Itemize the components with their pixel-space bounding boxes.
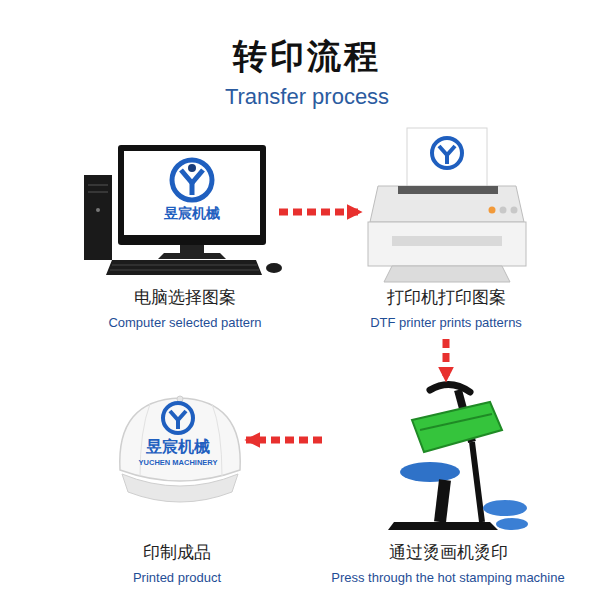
keyboard-keys <box>112 265 257 266</box>
process-step: 打印机打印图案 DTF printer prints patterns <box>365 125 527 335</box>
tower-detail <box>88 192 108 193</box>
step-caption-english: Press through the hot stamping machine <box>331 570 564 586</box>
press-base <box>388 522 498 530</box>
logo-wheel <box>188 164 196 172</box>
printer-button <box>500 207 507 214</box>
step-caption: 打印机打印图案 <box>387 287 506 309</box>
step-caption-english: Computer selected pattern <box>108 315 261 331</box>
logo-y <box>445 155 449 164</box>
monitor-frame <box>118 145 266 245</box>
step-caption: 通过烫画机烫印 <box>389 542 508 564</box>
title: 转印流程 <box>0 36 614 76</box>
output-tray <box>384 266 510 282</box>
logo-y <box>170 411 186 420</box>
subtitle: Transfer process <box>225 84 389 110</box>
monitor-base <box>158 253 226 259</box>
spare-platen <box>483 500 527 516</box>
logo-text: 昱宸机械 <box>164 205 220 222</box>
tower-detail <box>88 185 108 186</box>
logo-y <box>176 420 180 429</box>
cap-crown <box>120 398 240 481</box>
paper-logo <box>432 138 462 168</box>
logo-y <box>439 146 455 155</box>
pc-tower <box>84 175 112 260</box>
paper <box>407 128 487 190</box>
process-step: 印制成品 Printed product <box>112 385 242 590</box>
press-lower-platen <box>400 462 460 482</box>
press-upper-platen <box>412 402 502 452</box>
step-caption: 电脑选择图案 <box>134 287 236 309</box>
keyboard <box>106 260 262 275</box>
logo-ring <box>172 160 212 200</box>
printer-button <box>489 207 496 214</box>
press-platen-edge <box>420 414 492 430</box>
printer-body <box>368 222 526 266</box>
step-caption-english: Printed product <box>133 570 221 586</box>
logo-y <box>190 183 195 195</box>
step-caption-english: DTF printer prints patterns <box>370 315 522 331</box>
cap-logo <box>163 403 193 433</box>
press-handle <box>430 384 470 392</box>
process-step: 电脑选择图案 Computer selected pattern <box>95 140 275 335</box>
logo-text: 昱宸机械 <box>146 437 210 456</box>
monitor-screen <box>124 151 260 235</box>
logo-ring <box>432 138 462 168</box>
cap-brim <box>122 474 238 502</box>
output-slot <box>392 236 502 246</box>
press-strut <box>472 442 482 522</box>
power-button <box>96 208 100 212</box>
step-caption: 印制成品 <box>143 542 211 564</box>
printer-top <box>370 186 524 222</box>
process-step: 通过烫画机烫印 Press through the hot stamping ma… <box>326 385 570 590</box>
flow-arrow <box>246 437 322 444</box>
logo-ring <box>163 403 193 433</box>
monitor-stand <box>180 245 204 253</box>
logo-text: YUCHEN MACHINERY <box>139 458 218 467</box>
screen-logo <box>172 160 212 200</box>
press-column <box>440 480 445 522</box>
keyboard-keys <box>110 270 259 271</box>
flow-arrow <box>443 339 450 381</box>
mouse <box>266 263 282 273</box>
spare-platen <box>496 518 528 530</box>
flow-arrow <box>279 209 361 216</box>
printer-button <box>511 207 518 214</box>
paper-slot <box>398 186 498 194</box>
